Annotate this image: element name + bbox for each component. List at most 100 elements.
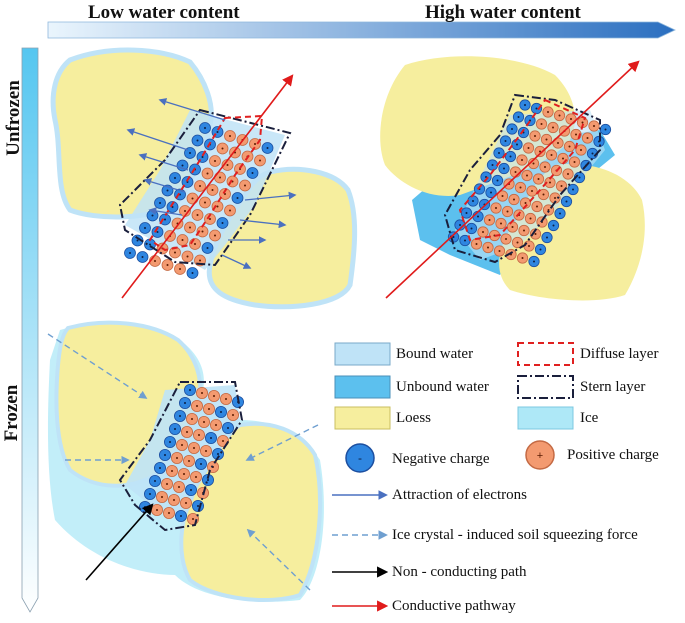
- charge-dot: [169, 441, 171, 443]
- charge-dot: [575, 133, 577, 136]
- charge-dot: [251, 172, 254, 174]
- charge-dot: [204, 201, 206, 204]
- charge-dot: [203, 421, 205, 423]
- charge-dot: [181, 164, 184, 167]
- charge-dot: [185, 502, 187, 504]
- legend-negative-charge-symbol: -: [345, 443, 375, 473]
- charge-dot: [196, 405, 198, 407]
- charge-dot: [547, 111, 549, 113]
- charge-dot: [537, 178, 540, 180]
- charge-dot: [565, 200, 568, 203]
- charge-dot: [236, 197, 239, 199]
- charge-dot: [199, 259, 201, 262]
- charge-dot: [184, 402, 186, 404]
- charge-dot: [156, 231, 159, 233]
- charge-dot: [210, 437, 212, 439]
- legend-swatch-unbound-water: [334, 375, 391, 399]
- diffuse-layer-unfrozen-low: [148, 114, 264, 252]
- charge-dot: [159, 202, 161, 204]
- charge-dot: [149, 493, 151, 495]
- charge-dot: [558, 114, 561, 117]
- charge-dot: [586, 137, 589, 139]
- conductive-path-unfrozen-low: [121, 74, 294, 299]
- charge-dot: [526, 174, 528, 177]
- stern-layer-unfrozen-low: [118, 108, 292, 267]
- legend-label-diffuse-layer: Diffuse layer: [580, 346, 659, 362]
- charge-dot: [184, 210, 186, 212]
- water-content-arrow: [47, 21, 676, 39]
- charge-dot: [470, 227, 473, 230]
- charge-dot: [195, 476, 197, 478]
- charge-dot: [505, 238, 507, 240]
- legend-swatch-stern-layer: [517, 375, 574, 399]
- legend-swatch-loess: [334, 406, 391, 430]
- charge-dot: [532, 162, 535, 165]
- charge-dot: [229, 135, 231, 137]
- charge-dot: [496, 179, 499, 182]
- non-conducting-path-frozen: [85, 503, 154, 581]
- charge-dot: [229, 209, 231, 212]
- charge-dot: [528, 245, 530, 247]
- charge-dot: [204, 127, 206, 129]
- charge-dot: [464, 239, 466, 242]
- charge-dot: [472, 200, 474, 202]
- charge-dot: [144, 227, 146, 229]
- charge-dot: [141, 256, 144, 258]
- legend-swatch-ice: [517, 406, 574, 430]
- charge-dot: [166, 264, 169, 266]
- charge-dot: [519, 186, 522, 189]
- charge-dot: [189, 389, 191, 391]
- charge-dot: [570, 118, 572, 120]
- charge-dot: [580, 149, 582, 151]
- charge-dot: [161, 496, 163, 498]
- attraction-arrow: [138, 153, 189, 171]
- charge-dot: [514, 171, 517, 173]
- charge-dot: [475, 243, 478, 245]
- panel-unfrozen-low: [50, 47, 358, 310]
- charge-dot: [226, 164, 229, 166]
- charge-dot: [539, 150, 541, 153]
- charge-dot: [179, 268, 181, 270]
- legend-label-loess: Loess: [396, 410, 431, 426]
- charge-dot: [190, 489, 192, 491]
- charge-dot: [151, 214, 154, 217]
- attraction-arrow: [221, 254, 252, 269]
- charge-dot: [217, 453, 219, 455]
- charge-dot: [183, 473, 185, 475]
- charge-dot: [542, 193, 545, 196]
- charge-dot: [144, 506, 146, 508]
- charge-dot: [517, 116, 520, 118]
- charge-dot: [227, 427, 229, 429]
- charge-dot: [581, 121, 584, 124]
- charge-dot: [477, 215, 479, 218]
- charge-dot: [166, 483, 168, 485]
- charge-dot: [189, 226, 191, 229]
- charge-dot: [560, 185, 563, 187]
- attraction-arrow: [148, 207, 183, 216]
- charge-dot: [166, 189, 169, 192]
- svg-text:-: -: [358, 451, 362, 465]
- charge-dot: [168, 512, 170, 514]
- charge-dot: [149, 243, 151, 246]
- charge-dot: [521, 257, 524, 259]
- charge-dot: [191, 418, 193, 420]
- charge-dot: [491, 164, 494, 166]
- attraction-arrow: [126, 128, 189, 151]
- charge-dot: [174, 428, 176, 430]
- charge-dot: [208, 408, 210, 410]
- charge-dot: [213, 395, 215, 397]
- charge-dot: [215, 424, 217, 426]
- charge-dot: [500, 222, 502, 225]
- svg-text:+: +: [537, 450, 543, 462]
- charge-dot: [503, 167, 505, 170]
- charge-dot: [154, 480, 156, 482]
- charge-dot: [511, 128, 513, 130]
- charge-dot: [604, 128, 607, 131]
- charge-dot: [179, 415, 181, 417]
- charge-dot: [567, 173, 569, 175]
- charge-dot: [568, 145, 571, 148]
- panel-unfrozen-high: [380, 56, 645, 301]
- charge-dot: [266, 147, 269, 149]
